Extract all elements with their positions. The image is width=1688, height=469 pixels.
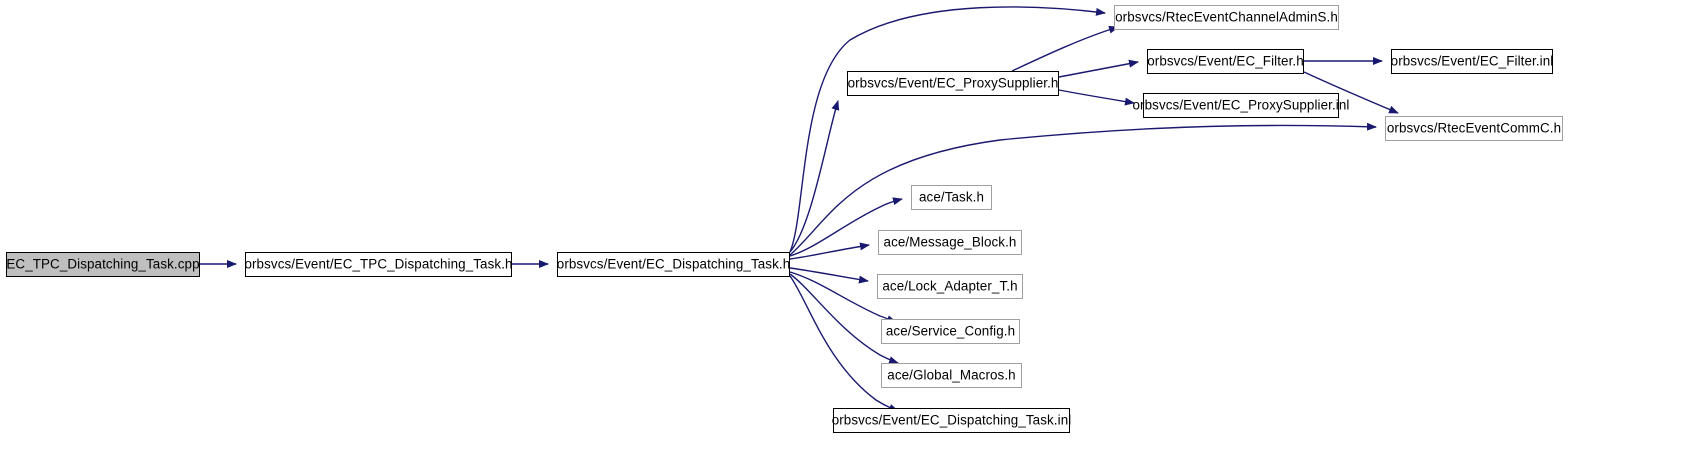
graph-node-n3[interactable]: orbsvcs/Event/EC_ProxySupplier.h bbox=[847, 71, 1059, 96]
graph-edge-n3-to-n4 bbox=[1011, 25, 1119, 72]
graph-edge-n2-to-n11 bbox=[789, 267, 869, 284]
graph-node-label: orbsvcs/Event/EC_ProxySupplier.h bbox=[847, 75, 1059, 91]
graph-node-n10[interactable]: ace/Message_Block.h bbox=[878, 230, 1022, 255]
graph-node-n7[interactable]: orbsvcs/Event/EC_ProxySupplier.inl bbox=[1133, 93, 1349, 118]
graph-node-n4[interactable]: orbsvcs/RtecEventChannelAdminS.h bbox=[1114, 5, 1339, 30]
graph-node-label: orbsvcs/Event/EC_TPC_Dispatching_Task.h bbox=[244, 256, 513, 272]
graph-edge-n2-to-n10 bbox=[789, 242, 870, 260]
graph-edge-n2-to-n4 bbox=[789, 6, 1106, 253]
graph-node-n8[interactable]: orbsvcs/RtecEventCommC.h bbox=[1385, 116, 1563, 141]
graph-node-n0[interactable]: EC_TPC_Dispatching_Task.cpp bbox=[6, 252, 200, 277]
graph-node-n14[interactable]: orbsvcs/Event/EC_Dispatching_Task.inl bbox=[831, 408, 1072, 433]
graph-node-n12[interactable]: ace/Service_Config.h bbox=[881, 319, 1020, 344]
graph-node-label: ace/Service_Config.h bbox=[885, 323, 1016, 339]
graph-node-label: EC_TPC_Dispatching_Task.cpp bbox=[6, 256, 200, 272]
graph-node-label: ace/Lock_Adapter_T.h bbox=[882, 278, 1018, 294]
graph-node-label: ace/Global_Macros.h bbox=[887, 367, 1016, 383]
graph-edge-n2-to-n3 bbox=[789, 100, 840, 253]
graph-node-n9[interactable]: ace/Task.h bbox=[911, 185, 992, 210]
graph-node-label: orbsvcs/RtecEventChannelAdminS.h bbox=[1115, 9, 1338, 25]
graph-node-n13[interactable]: ace/Global_Macros.h bbox=[881, 363, 1022, 388]
graph-node-label: orbsvcs/Event/EC_Filter.inl bbox=[1390, 53, 1554, 69]
graph-node-n2[interactable]: orbsvcs/Event/EC_Dispatching_Task.h bbox=[557, 252, 790, 277]
graph-node-n5[interactable]: orbsvcs/Event/EC_Filter.h bbox=[1147, 49, 1304, 74]
graph-node-label: ace/Message_Block.h bbox=[883, 234, 1017, 250]
graph-node-label: ace/Task.h bbox=[918, 189, 984, 205]
graph-node-label: orbsvcs/Event/EC_Filter.h bbox=[1147, 53, 1304, 69]
graph-node-n6[interactable]: orbsvcs/Event/EC_Filter.inl bbox=[1391, 49, 1553, 74]
graph-node-label: orbsvcs/RtecEventCommC.h bbox=[1386, 120, 1562, 136]
graph-node-label: orbsvcs/Event/EC_Dispatching_Task.h bbox=[556, 256, 791, 272]
graph-node-n11[interactable]: ace/Lock_Adapter_T.h bbox=[877, 274, 1023, 299]
graph-node-label: orbsvcs/Event/EC_Dispatching_Task.inl bbox=[831, 412, 1072, 428]
graph-node-label: orbsvcs/Event/EC_ProxySupplier.inl bbox=[1132, 97, 1350, 113]
graph-edge-n3-to-n7 bbox=[1058, 89, 1135, 106]
graph-node-n1[interactable]: orbsvcs/Event/EC_TPC_Dispatching_Task.h bbox=[244, 252, 513, 277]
graph-edge-n3-to-n5 bbox=[1058, 59, 1139, 78]
